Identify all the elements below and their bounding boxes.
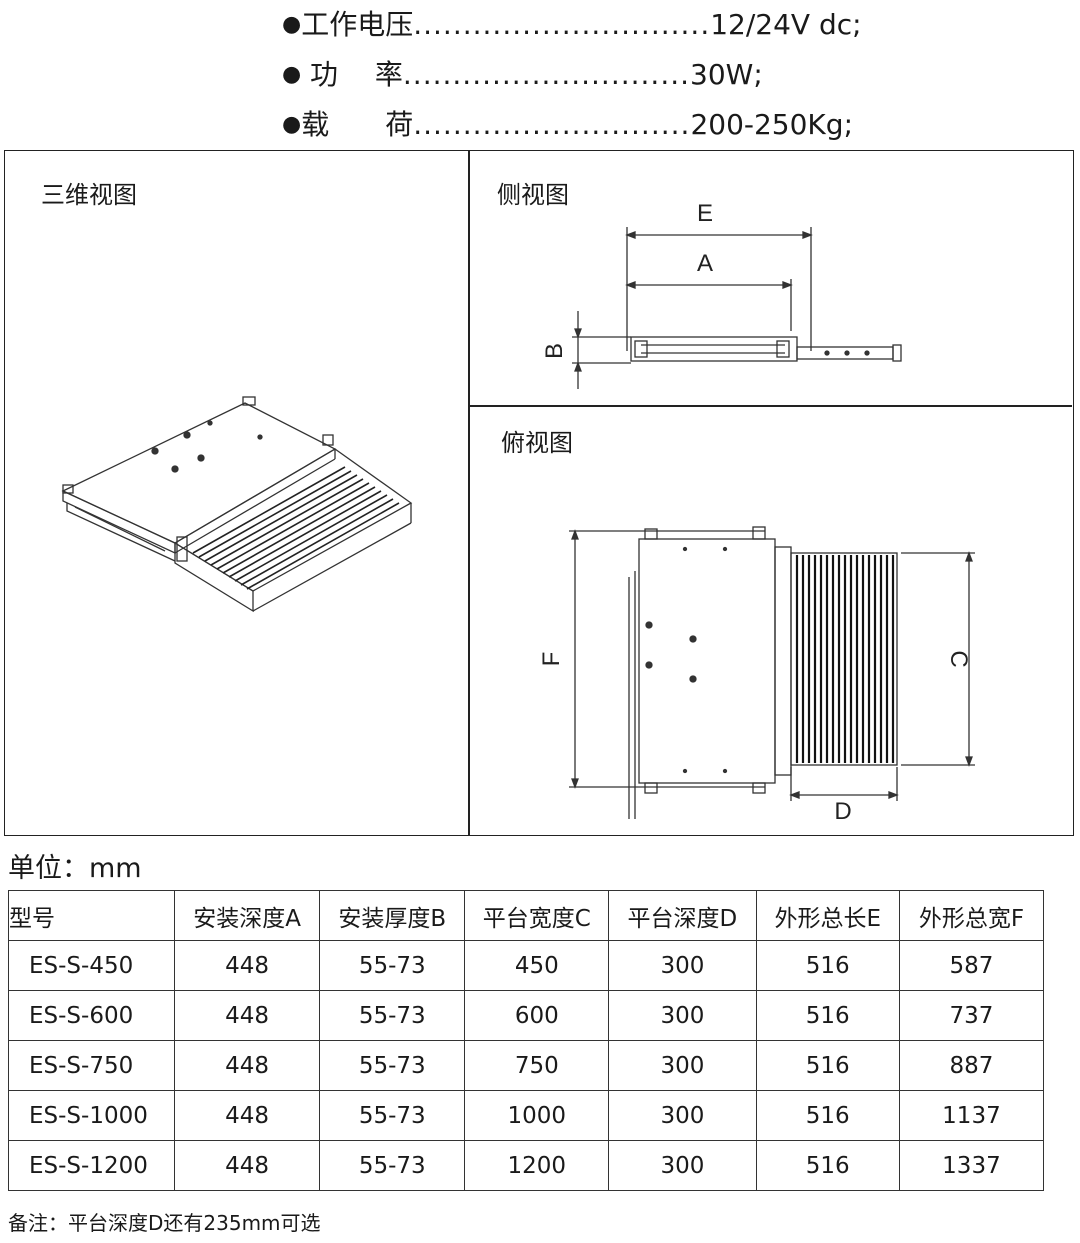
drawing-panel: 三维视图 侧视图 俯视图	[4, 150, 1074, 836]
table-cell: 516	[755, 1090, 900, 1141]
side-view-title: 侧视图	[497, 181, 569, 209]
spec-table: 型号 安装深度A 安装厚度B 平台宽度C 平台深度D 外形总长E 外形总宽F E…	[8, 890, 1045, 1191]
table-cell: 1200	[464, 1140, 610, 1191]
iso-step-drawing	[61, 396, 413, 613]
table-row: ES-S-450 448 55-73 450 300 516 587	[8, 940, 1045, 991]
panel-divider-vertical	[468, 151, 470, 835]
bullet-icon: ●	[282, 62, 302, 87]
table-cell: 450	[464, 940, 610, 991]
dim-label-f: F	[538, 652, 565, 667]
table-cell: 448	[173, 1140, 321, 1191]
table-cell: 516	[755, 990, 900, 1041]
spec-item: ● 载 荷 ............................ 200-2…	[282, 100, 853, 150]
table-cell: 448	[173, 1090, 321, 1141]
table-row: ES-S-1000 448 55-73 1000 300 516 1137	[8, 1090, 1045, 1141]
top-view-drawing	[569, 526, 975, 819]
footnote: 备注：平台深度D还有235mm可选	[8, 1211, 321, 1235]
spec-value: 200-250Kg;	[690, 108, 853, 141]
table-cell: 300	[608, 1140, 757, 1191]
col-header-width-f: 外形总宽F	[898, 890, 1045, 941]
bullet-icon: ●	[282, 112, 302, 137]
dim-label-d: D	[834, 798, 851, 825]
table-cell: 55-73	[319, 1040, 466, 1091]
dim-label-b: B	[541, 343, 568, 359]
unit-label: 单位：mm	[8, 853, 142, 884]
col-header-width-c: 平台宽度C	[464, 890, 610, 941]
table-cell: ES-S-1000	[8, 1090, 175, 1141]
table-cell: 1000	[464, 1090, 610, 1141]
dim-label-a: A	[697, 250, 713, 277]
spec-leader: ............................	[413, 108, 691, 141]
top-view-slats	[795, 555, 895, 763]
table-row: ES-S-600 448 55-73 600 300 516 737	[8, 990, 1045, 1041]
col-header-depth-d: 平台深度D	[608, 890, 757, 941]
table-cell: 600	[464, 990, 610, 1041]
col-header-depth-a: 安装深度A	[173, 890, 321, 941]
spec-label: 功 率	[310, 58, 403, 91]
dim-label-c: C	[945, 650, 972, 667]
table-cell: 55-73	[319, 990, 466, 1041]
table-cell: 55-73	[319, 1090, 466, 1141]
technical-drawings: E A B F C D	[61, 200, 975, 825]
table-cell: 55-73	[319, 940, 466, 991]
table-cell: 737	[898, 990, 1045, 1041]
spec-leader: ..............................	[413, 8, 711, 41]
table-cell: 887	[898, 1040, 1045, 1091]
table-cell: 448	[173, 990, 321, 1041]
table-cell: ES-S-750	[8, 1040, 175, 1091]
col-header-model: 型号	[8, 890, 175, 941]
table-cell: 587	[898, 940, 1045, 991]
table-cell: 55-73	[319, 1140, 466, 1191]
spec-value: 30W;	[690, 58, 763, 91]
table-cell: ES-S-1200	[8, 1140, 175, 1191]
spec-label: 工作电压	[301, 8, 414, 41]
side-view-drawing	[572, 227, 902, 389]
table-cell: 300	[608, 1040, 757, 1091]
iso-view-title: 三维视图	[41, 181, 137, 209]
col-header-thickness-b: 安装厚度B	[319, 890, 466, 941]
table-cell: ES-S-600	[8, 990, 175, 1041]
spec-item: ● 功 率 ............................. 30W;	[282, 50, 842, 100]
dim-label-e: E	[697, 200, 713, 227]
table-header-row: 型号 安装深度A 安装厚度B 平台宽度C 平台深度D 外形总长E 外形总宽F	[8, 890, 1045, 941]
iso-step-slats	[192, 466, 400, 590]
table-cell: 750	[464, 1040, 610, 1091]
spec-label: 载 荷	[301, 108, 414, 141]
table-cell: 516	[755, 1040, 900, 1091]
spec-item: ● 工作电压 .............................. 12…	[282, 0, 862, 50]
table-cell: 300	[608, 1090, 757, 1141]
table-row: ES-S-750 448 55-73 750 300 516 887	[8, 1040, 1045, 1091]
top-view-title: 俯视图	[501, 429, 573, 457]
table-cell: 448	[173, 940, 321, 991]
table-cell: ES-S-450	[8, 940, 175, 991]
spec-value: 12/24V dc;	[710, 8, 862, 41]
spec-list: ● 工作电压 .............................. 12…	[282, 0, 862, 150]
spec-leader: .............................	[402, 58, 691, 91]
table-cell: 516	[755, 940, 900, 991]
col-header-length-e: 外形总长E	[755, 890, 900, 941]
table-cell: 300	[608, 940, 757, 991]
table-cell: 516	[755, 1140, 900, 1191]
table-cell: 1337	[898, 1140, 1045, 1191]
panel-divider-horizontal	[468, 405, 1072, 407]
table-cell: 1137	[898, 1090, 1045, 1141]
table-cell: 448	[173, 1040, 321, 1091]
table-cell: 300	[608, 990, 757, 1041]
bullet-icon: ●	[282, 12, 302, 37]
table-row: ES-S-1200 448 55-73 1200 300 516 1337	[8, 1140, 1045, 1191]
